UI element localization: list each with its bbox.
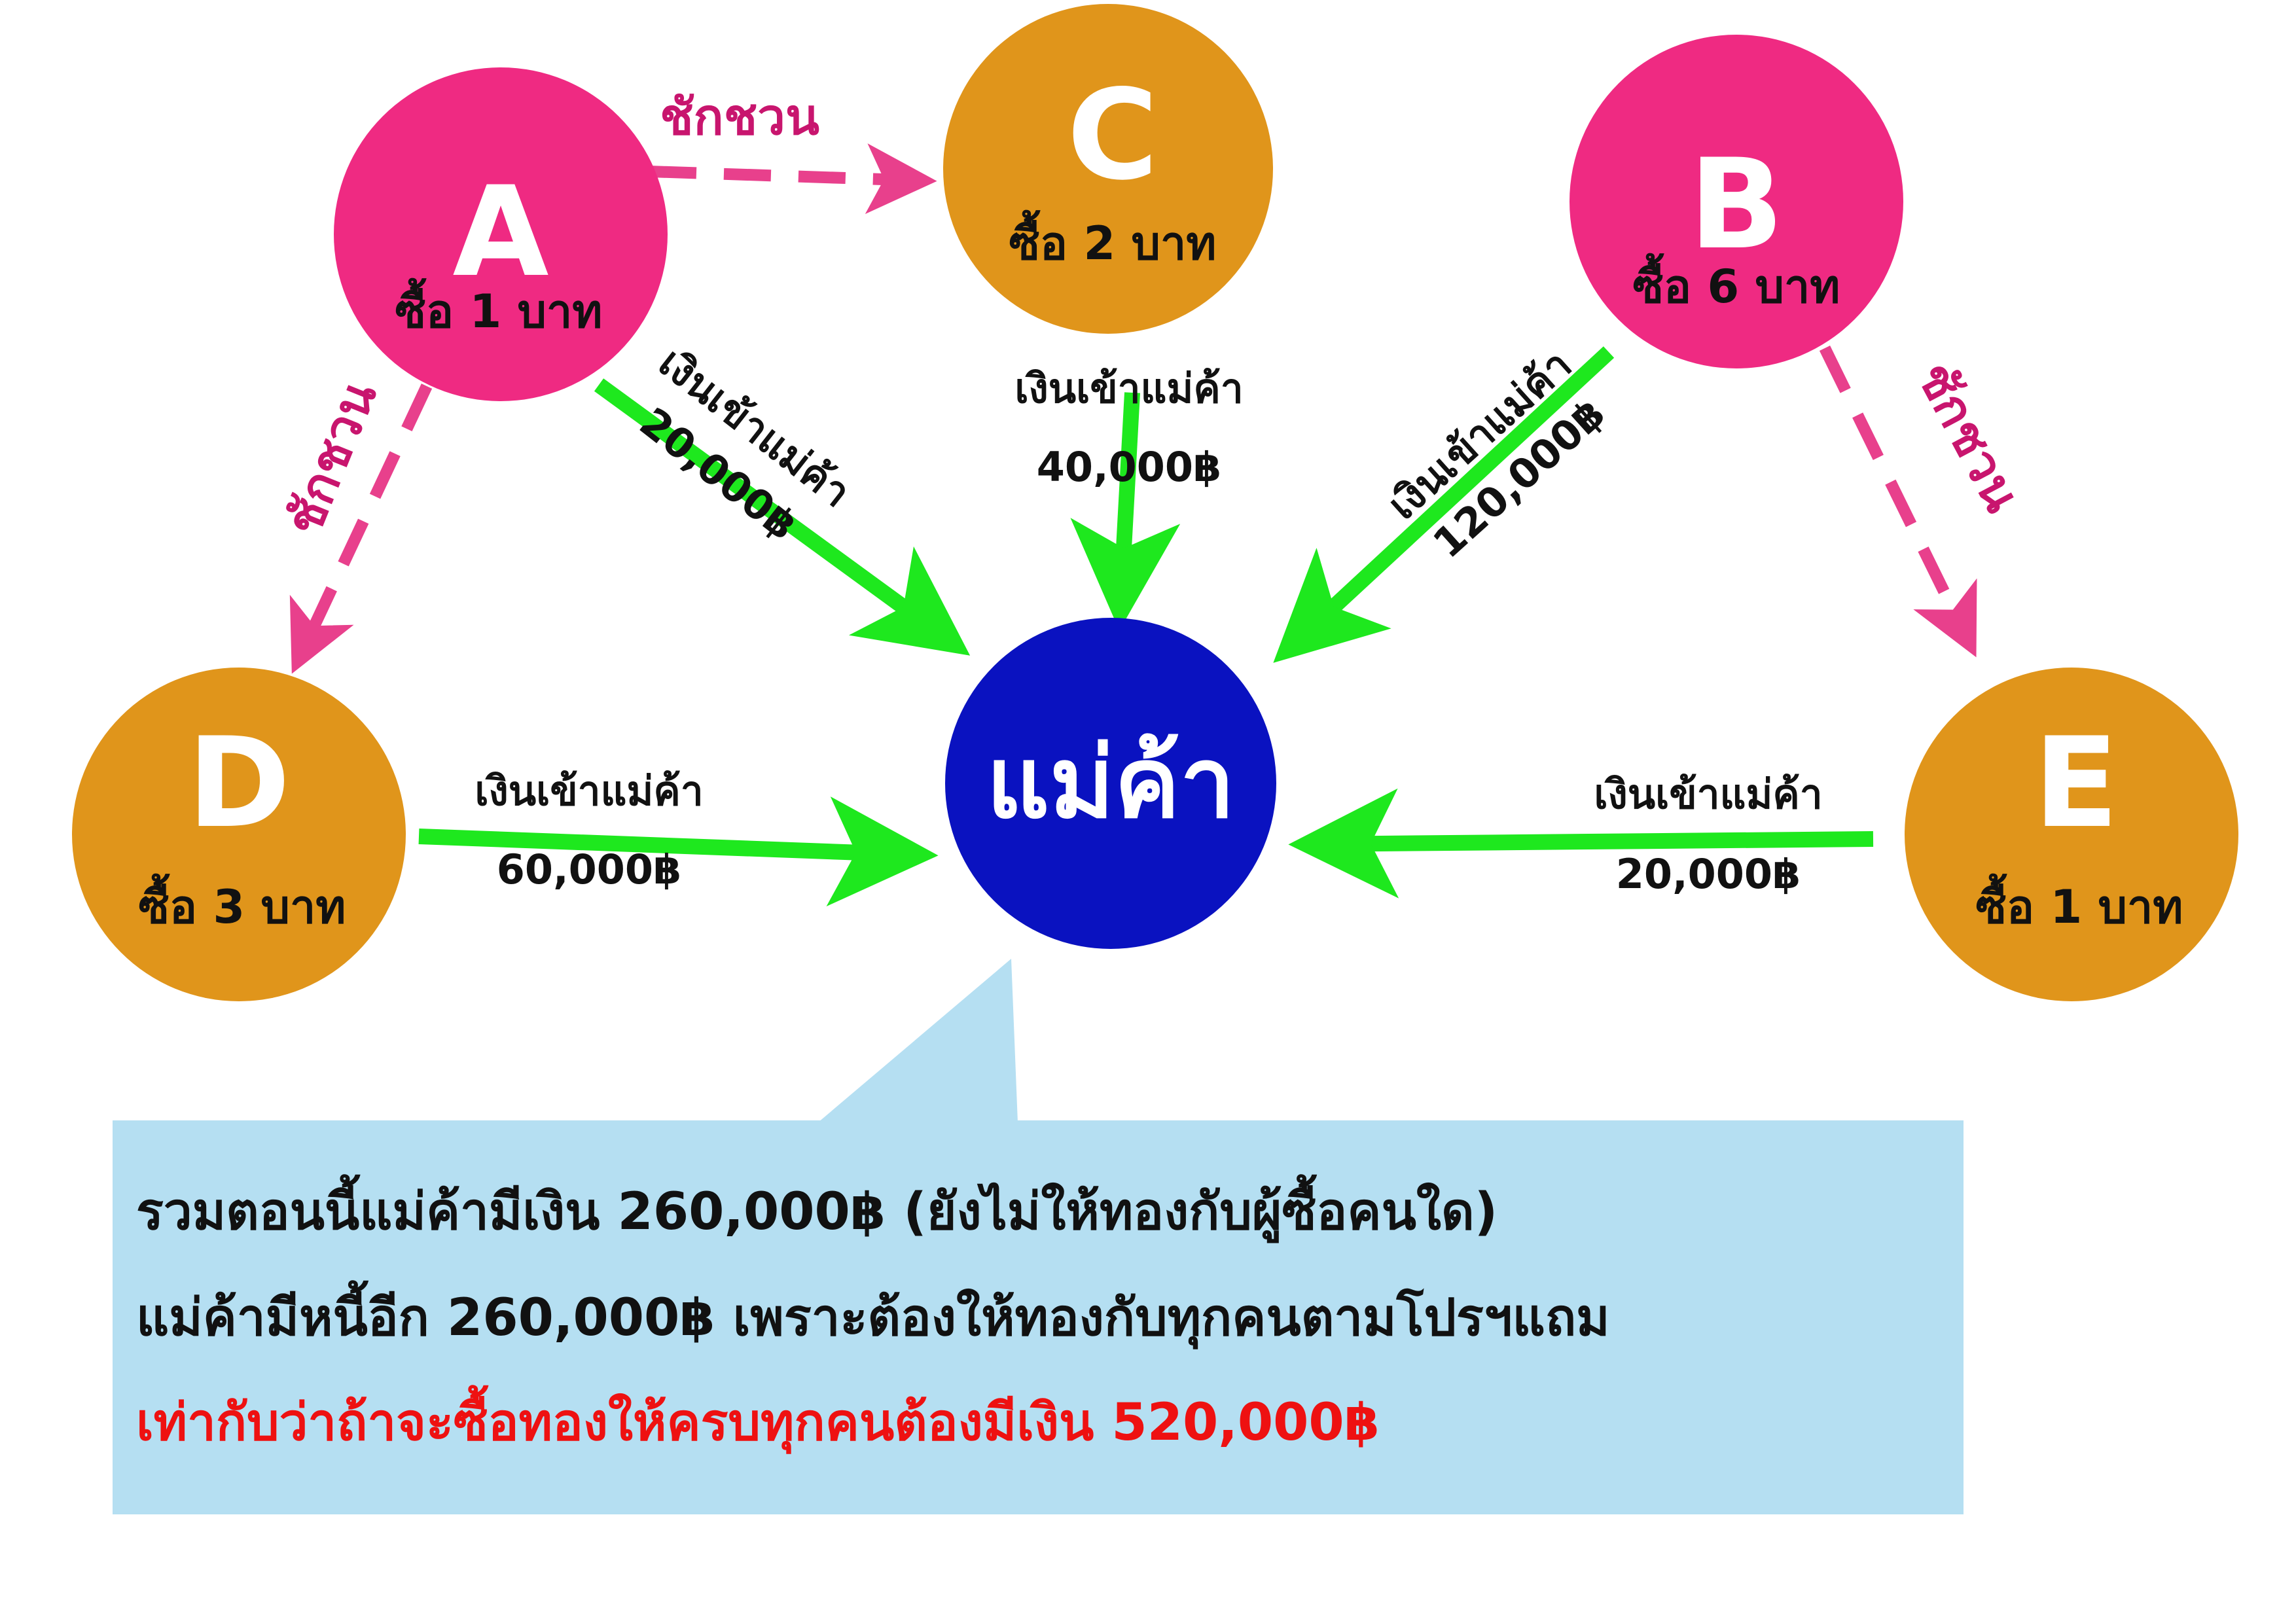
node-d-letter: D [187, 711, 291, 855]
node-a [334, 67, 668, 401]
flow-d-amount: 60,000฿ [497, 846, 681, 893]
node-d-purchase: ซื้อ 3 บาท [139, 873, 346, 934]
node-e-letter: E [2034, 711, 2119, 855]
node-merchant [945, 618, 1276, 949]
node-merchant-label: แม่ค้า [986, 726, 1235, 840]
node-c-purchase: ซื้อ 2 บาท [1009, 209, 1217, 270]
node-d [72, 668, 406, 1001]
money-arrow-a [594, 378, 971, 656]
node-b-purchase: ซื้อ 6 บาท [1633, 253, 1840, 313]
callout-pointer [818, 959, 1018, 1122]
summary-line-3: เท่ากับว่าถ้าจะซื้อทองให้ครบทุกคนต้องมีเ… [136, 1385, 1380, 1454]
summary-callout [113, 1120, 1964, 1514]
node-c-letter: C [1067, 63, 1158, 207]
invite-arrow-a-to-d [289, 383, 433, 674]
invite-label-a-d: ชักชวน [274, 373, 388, 543]
invite-arrow-a-to-c [649, 143, 937, 215]
money-arrow-e [1288, 788, 1874, 899]
node-a-letter: A [452, 160, 548, 304]
flow-e-label: เงินเข้าแม่ค้า [1594, 770, 1822, 818]
summary-line-1: รวมตอนนี้แม่ค้ามีเงิน 260,000฿ (ยังไม่ให… [136, 1174, 1498, 1243]
node-c [943, 4, 1273, 334]
invite-label-b-e: ชักชวน [1906, 353, 2032, 521]
flow-d-label: เงินเข้าแม่ค้า [475, 767, 703, 815]
flow-e-amount: 20,000฿ [1616, 850, 1801, 898]
flow-c-amount: 40,000฿ [1037, 443, 1221, 491]
flow-c-label: เงินเข้าแม่ค้า [1014, 365, 1243, 412]
money-arrow-c [1070, 392, 1181, 631]
invite-arrow-b-to-e [1819, 346, 1977, 658]
invite-label-a-c: ชักชวน [660, 88, 819, 146]
node-a-purchase: ซื้อ 1 บาท [395, 277, 603, 338]
money-arrow-b [1273, 346, 1615, 663]
flow-a-label-group: เงินเข้าแม่ค้า 20,000฿ [631, 338, 859, 550]
summary-line-2: แม่ค้ามีหนี้อีก 260,000฿ เพราะต้องให้ทอง… [136, 1280, 1610, 1349]
node-b-letter: B [1689, 132, 1784, 277]
node-e [1905, 668, 2238, 1001]
money-arrow-d [418, 796, 939, 906]
node-b [1570, 35, 1903, 368]
node-e-purchase: ซื้อ 1 บาท [1976, 873, 2183, 934]
